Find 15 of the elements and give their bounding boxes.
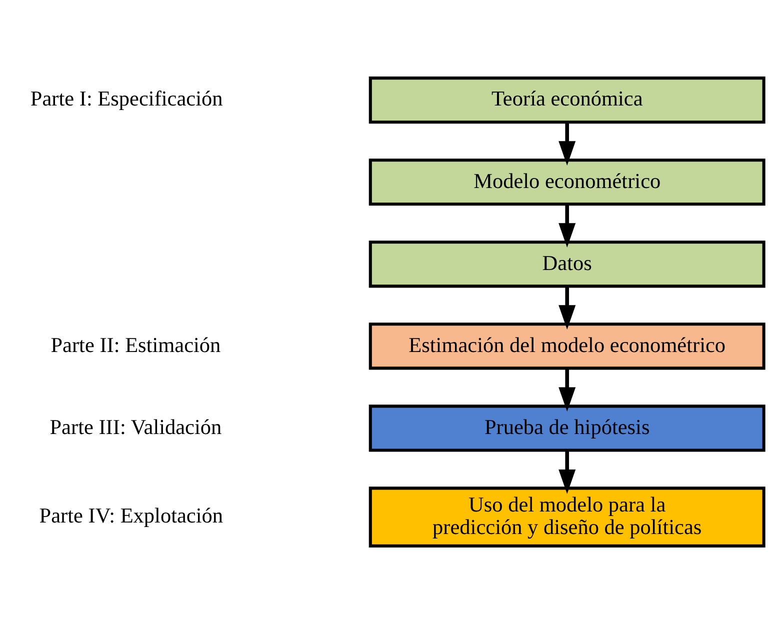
node-box: Uso del modelo para la predicción y diseño de políticas — [368, 486, 766, 547]
arrow — [558, 368, 576, 412]
node-box: Teoría económica — [368, 76, 766, 124]
label: Parte IV: Explotación — [39, 503, 224, 528]
arrow — [558, 450, 576, 494]
arrow — [558, 286, 576, 330]
label: Parte I: Especificación — [30, 86, 223, 110]
arrow — [558, 204, 576, 247]
label: Parte II: Estimación — [50, 332, 221, 356]
label: Parte III: Validación — [50, 414, 222, 438]
node-box: Datos — [368, 240, 766, 288]
arrow — [558, 122, 576, 165]
node-box: Estimación del modelo econométrico — [368, 322, 766, 370]
node-box: Modelo econométrico — [368, 158, 766, 206]
node-box: Prueba de hipótesis — [368, 404, 766, 452]
